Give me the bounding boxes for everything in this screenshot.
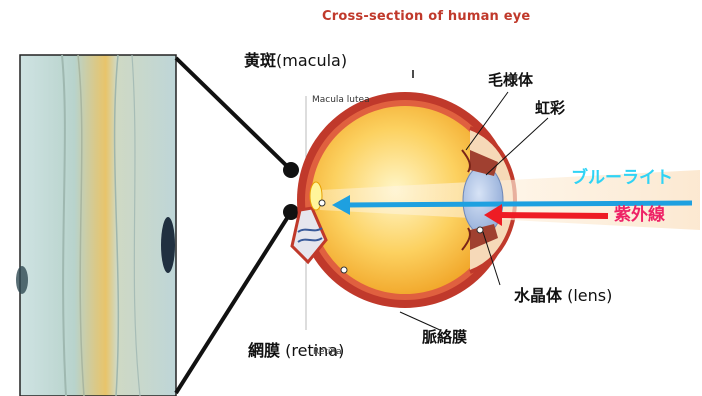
label-retina-ja: 網膜 [248, 341, 280, 360]
retina-micrograph [16, 55, 176, 396]
connector-line-bottom [176, 212, 291, 393]
label-choroid: 脈絡膜 [422, 330, 467, 345]
uv-arrow [500, 215, 608, 216]
label-lens-en: (lens) [562, 286, 612, 305]
label-macula-en: (macula) [276, 51, 347, 70]
label-lens-ja: 水晶体 [514, 286, 562, 305]
label-ultraviolet: 紫外線 [614, 207, 665, 224]
macula-pointer-dot [283, 162, 299, 178]
label-macula: 黄斑(macula) [244, 53, 347, 69]
label-blue-light: ブルーライト [571, 170, 673, 187]
retina-pointer-dot [283, 204, 299, 220]
label-ciliary-body: 毛様体 [488, 73, 533, 88]
label-lens: 水晶体 (lens) [514, 288, 612, 304]
diagram-title: Cross-section of human eye [322, 10, 530, 23]
connector-line-top [176, 58, 291, 170]
label-iris: 虹彩 [535, 101, 565, 116]
label-retina-small: Retina [313, 348, 342, 357]
label-macula-lutea: Macula lutea [312, 96, 370, 105]
label-macula-ja: 黄斑 [244, 51, 276, 70]
